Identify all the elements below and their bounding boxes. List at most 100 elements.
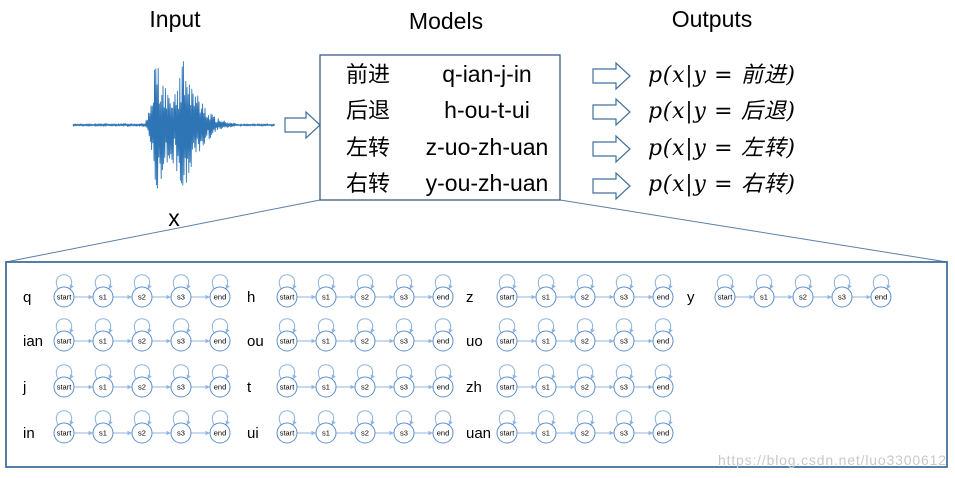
state-label: s3 xyxy=(177,293,185,302)
model-pinyin: q-ian-j-in xyxy=(442,61,531,87)
output-probability: p(x|y = 前进) xyxy=(648,63,795,88)
self-loop-arrow xyxy=(498,318,517,334)
output-arrow xyxy=(592,97,631,127)
state-label: s3 xyxy=(620,293,628,302)
state-node xyxy=(354,422,376,444)
state-node xyxy=(753,286,775,308)
phoneme-label: ian xyxy=(23,333,43,350)
phoneme-label: ui xyxy=(247,425,259,442)
state-node xyxy=(574,286,596,308)
state-label: start xyxy=(57,337,73,346)
state-node xyxy=(131,376,153,398)
self-loop-arrow xyxy=(537,410,556,426)
state-label: s1 xyxy=(542,429,550,438)
self-loop-arrow xyxy=(55,364,74,380)
state-label: start xyxy=(280,337,296,346)
state-label: s2 xyxy=(138,293,146,302)
state-label: s2 xyxy=(799,293,807,302)
state-label: end xyxy=(214,383,227,392)
self-loop-arrow xyxy=(395,364,414,380)
state-label: s2 xyxy=(581,293,589,302)
state-label: end xyxy=(437,429,450,438)
phoneme-label: t xyxy=(247,379,252,396)
state-label: s1 xyxy=(322,293,330,302)
self-loop-arrow xyxy=(498,274,517,290)
self-loop-arrow xyxy=(133,364,152,380)
self-loop-arrow xyxy=(615,318,634,334)
state-node xyxy=(535,376,557,398)
state-label: s1 xyxy=(99,429,107,438)
phoneme-label: q xyxy=(23,289,31,306)
self-loop-arrow xyxy=(55,274,74,290)
state-node xyxy=(53,286,75,308)
state-label: start xyxy=(280,429,296,438)
state-node xyxy=(315,376,337,398)
self-loop-arrow xyxy=(395,318,414,334)
self-loop-arrow xyxy=(434,364,453,380)
input-section: Input x xyxy=(72,6,276,231)
phoneme-label: h xyxy=(247,289,255,306)
state-label: s2 xyxy=(361,383,369,392)
output-arrow xyxy=(592,61,631,91)
state-label: s3 xyxy=(620,337,628,346)
state-node xyxy=(92,286,114,308)
state-node xyxy=(393,376,415,398)
state-label: start xyxy=(57,383,73,392)
state-node xyxy=(535,286,557,308)
state-label: end xyxy=(437,337,450,346)
state-label: s2 xyxy=(138,383,146,392)
state-node xyxy=(209,422,231,444)
state-label: s1 xyxy=(99,383,107,392)
state-label: end xyxy=(214,337,227,346)
state-node xyxy=(131,422,153,444)
state-node xyxy=(496,376,518,398)
state-label: start xyxy=(718,293,734,302)
state-node xyxy=(652,376,674,398)
state-label: s3 xyxy=(620,429,628,438)
state-label: s2 xyxy=(138,429,146,438)
state-node xyxy=(354,330,376,352)
models-box xyxy=(319,54,561,201)
state-node xyxy=(496,286,518,308)
model-pinyin: h-ou-t-ui xyxy=(444,97,530,123)
self-loop-arrow xyxy=(615,274,634,290)
state-node xyxy=(432,422,454,444)
self-loop-arrow xyxy=(94,318,113,334)
state-node xyxy=(92,330,114,352)
state-node xyxy=(496,422,518,444)
state-node xyxy=(170,286,192,308)
state-node xyxy=(209,376,231,398)
self-loop-arrow xyxy=(172,410,191,426)
self-loop-arrow xyxy=(278,364,297,380)
state-label: end xyxy=(214,293,227,302)
output-arrow xyxy=(592,134,631,164)
self-loop-arrow xyxy=(755,274,774,290)
self-loop-arrow xyxy=(356,364,375,380)
outputs-section: Outputs p(x|y = 前进) p(x|y = 后退) p(x|y = … xyxy=(592,6,795,201)
state-node xyxy=(209,286,231,308)
state-label: s2 xyxy=(138,337,146,346)
state-label: end xyxy=(657,429,670,438)
self-loop-arrow xyxy=(654,274,673,290)
self-loop-arrow xyxy=(211,318,230,334)
state-node xyxy=(652,422,674,444)
state-node xyxy=(535,422,557,444)
state-node xyxy=(652,330,674,352)
state-label: s3 xyxy=(177,429,185,438)
self-loop-arrow xyxy=(654,318,673,334)
self-loop-arrow xyxy=(172,274,191,290)
phoneme-label: z xyxy=(466,289,474,306)
model-word: 前进 xyxy=(346,63,390,88)
self-loop-arrow xyxy=(356,410,375,426)
state-node xyxy=(613,422,635,444)
